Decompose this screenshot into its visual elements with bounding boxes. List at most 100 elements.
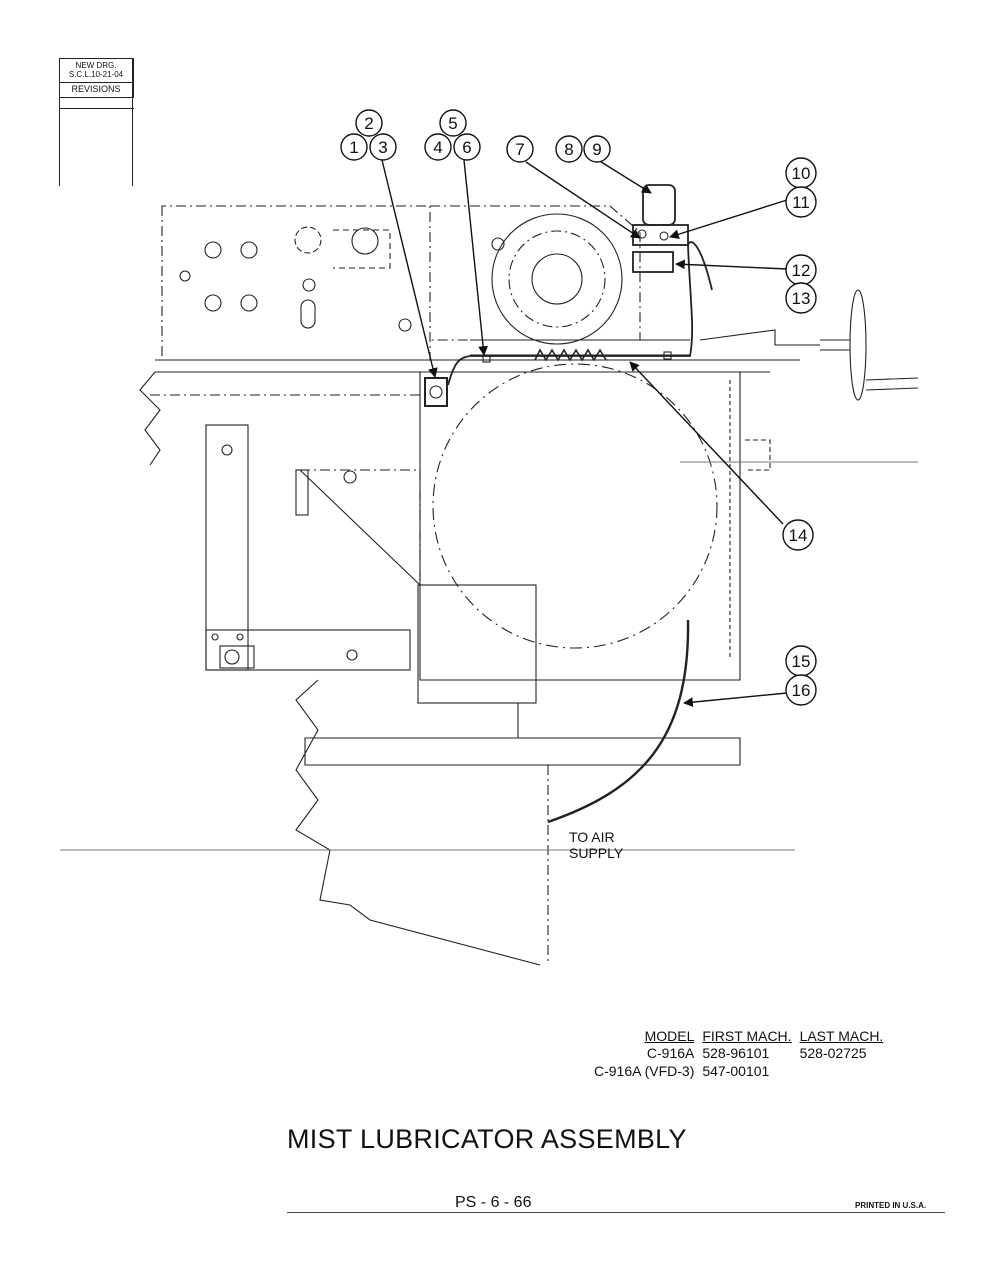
handwheel-handle [865,377,919,391]
column-brace [299,469,421,586]
callout-circle-4 [424,133,452,161]
mist-line-tubing [447,241,713,386]
motor-pulley-hub [531,253,583,305]
revision-block: NEW DRG. S.C.L.10-21-04 REVISIONS [58,58,134,186]
motor-pulley-inner [508,230,606,328]
column-hole [343,470,357,484]
new-drawing-note: NEW DRG. S.C.L.10-21-04 [58,58,134,83]
callout-circle-1 [340,133,368,161]
distributor-port [429,385,443,399]
leader-6 [463,159,488,356]
head-hole [398,318,412,332]
motor-pulley [491,213,623,345]
page-number: PS - 6 - 66 [455,1194,532,1211]
head-hole [240,294,258,312]
callout-circle-5 [439,109,467,137]
callout-5: 5 [448,114,457,133]
row-last-mach: 528-02725 [799,1045,867,1061]
lubricator-bracket [632,251,674,273]
page-title: MIST LUBRICATOR ASSEMBLY [287,1124,687,1154]
callout-14: 14 [789,526,808,545]
base-plate [304,737,741,766]
head-boss [351,227,379,255]
bar-hole [211,633,219,641]
base-break-line [295,679,541,966]
new-drawing-date: S.C.L.10-21-04 [68,70,124,79]
bar-block-hole [224,649,240,665]
callout-4: 4 [433,138,442,157]
head-hole [179,270,191,282]
callout-circle-9 [583,135,611,163]
callout-10: 10 [792,164,811,183]
left-crossbar [205,629,411,671]
leader-11 [669,199,788,240]
head-cover [333,229,391,269]
callout-15: 15 [792,652,811,671]
leader-9 [597,159,652,194]
motor-bolt [491,237,505,251]
air-supply-label-line2: SUPPLY [569,845,624,861]
head-hole [240,241,258,259]
callout-circle-14 [782,519,814,551]
callout-3: 3 [378,138,387,157]
gib [745,439,771,471]
table-header-row: MODEL FIRST MACH. LAST MACH. [590,1028,887,1044]
callout-circle-6 [453,133,481,161]
row-model: C-916A [646,1045,695,1061]
callout-circle-2 [355,109,383,137]
leader-3 [381,159,438,378]
callout-11: 11 [792,193,810,212]
air-supply-label: TO AIR SUPPLY [569,829,623,861]
header-last-mach: LAST MACH. [799,1028,884,1044]
bar-hole [346,649,358,661]
callout-13: 13 [792,289,811,308]
handwheel-shaft [820,339,850,351]
air-supply-label-line1: TO AIR [569,829,615,845]
knee-block [417,584,537,704]
revisions-label: REVISIONS [58,83,134,98]
head-casting-outline [161,205,431,361]
header-first-mach: FIRST MACH. [702,1028,792,1044]
leader-14 [629,361,784,525]
row-last-mach [796,1062,888,1080]
lubricator-port [659,231,669,241]
printed-note: PRINTED IN U.S.A. [855,1201,927,1210]
callout-7: 7 [515,140,524,159]
bar-hole [236,633,244,641]
row-first-mach: 528-96101 [702,1045,770,1061]
leader-16 [683,692,788,708]
model-serial-table: MODEL FIRST MACH. LAST MACH. C-916A 528-… [590,1028,887,1080]
table-row: C-916A (VFD-3) 547-00101 [590,1062,887,1080]
callout-circle-11 [785,186,817,218]
table-break-line [139,371,161,466]
leg-hole [221,444,233,456]
head-slot [300,299,316,329]
callout-circle-16 [785,674,817,706]
leader-7 [525,161,641,239]
distributor-block [424,377,448,407]
callout-circle-3 [369,133,397,161]
head-boss [294,226,322,254]
spring [534,348,607,362]
head-hole [204,294,222,312]
callout-1: 1 [349,138,358,157]
leader-12 [675,259,788,270]
callout-circle-7 [506,135,534,163]
row-model: C-916A (VFD-3) [594,1063,695,1079]
table-row: C-916A 528-96101 528-02725 [590,1044,887,1062]
bar-block [219,645,255,669]
new-drawing-label: NEW DRG. [75,61,117,70]
footer-rule [287,1212,945,1213]
row-first-mach: 547-00101 [702,1063,770,1079]
callout-16: 16 [792,681,811,700]
knee-circle [432,363,718,649]
feed-shaft [699,329,820,346]
head-hole [302,278,316,292]
fitting [663,351,672,360]
callout-circle-8 [555,135,583,163]
air-supply-hose [547,619,690,824]
header-model: MODEL [644,1028,695,1044]
callout-circle-13 [785,282,817,314]
left-leg [205,424,249,671]
